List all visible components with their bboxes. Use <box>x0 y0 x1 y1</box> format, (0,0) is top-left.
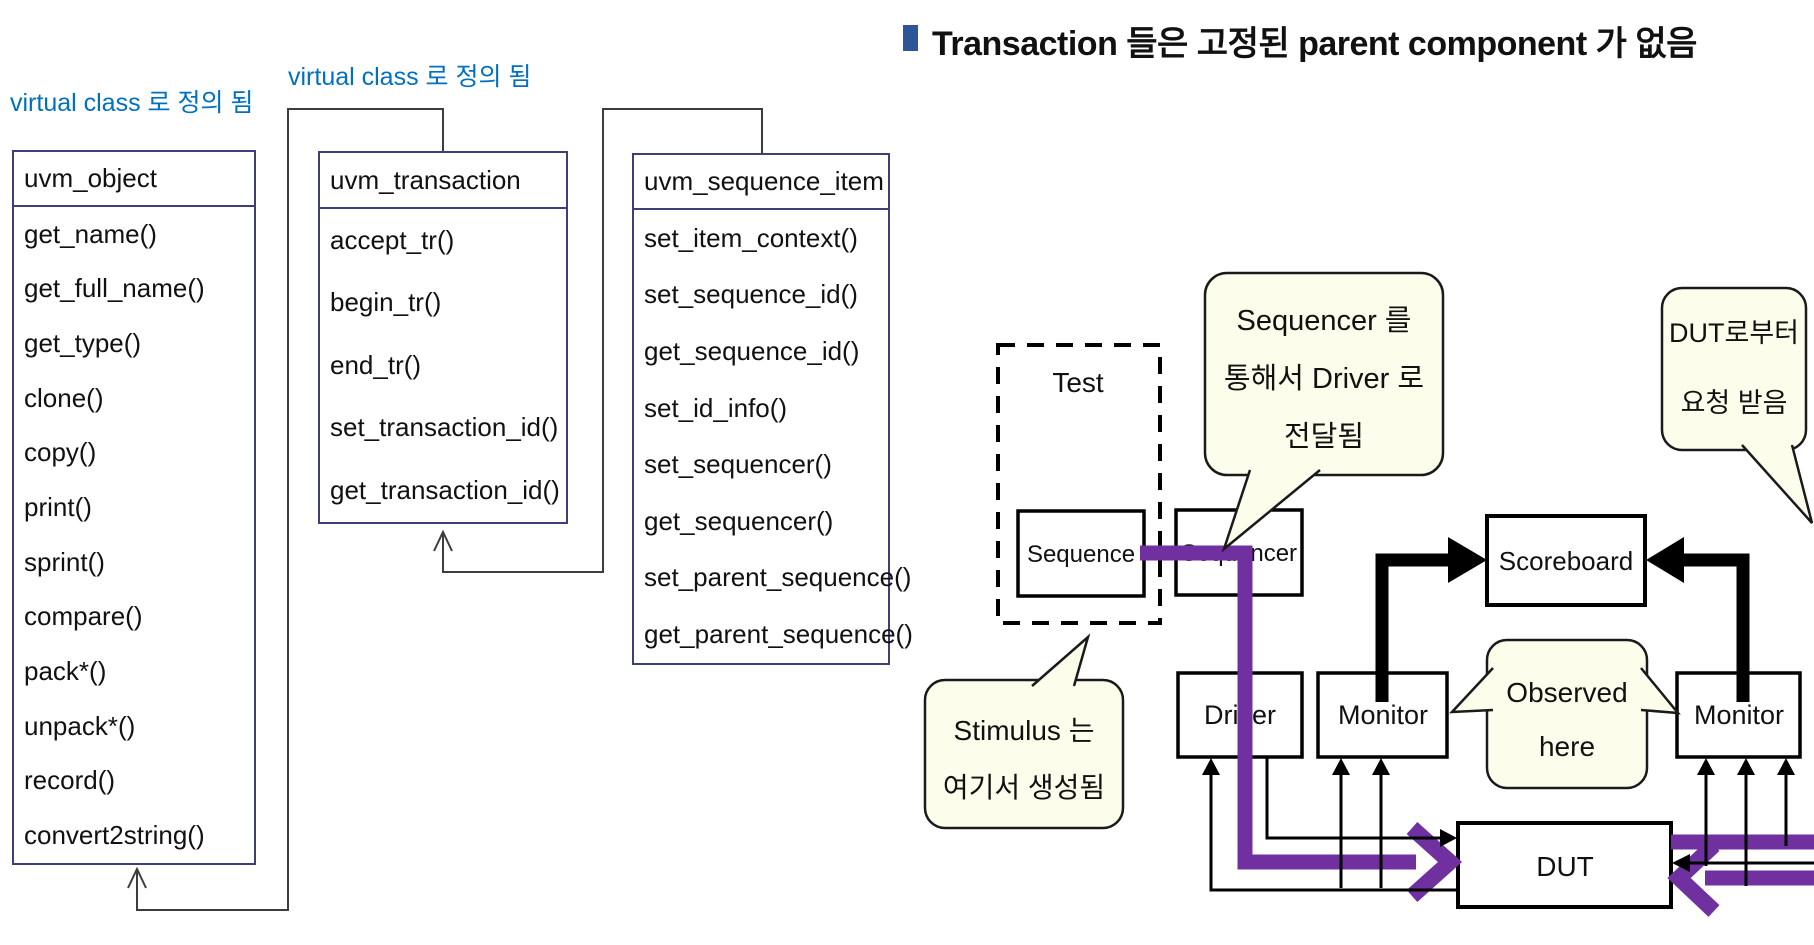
callout-tail-icon <box>1448 667 1494 714</box>
monitor-scoreboard-arrows <box>1375 537 1750 702</box>
callout-line: Sequencer 를 <box>1236 305 1411 337</box>
slide-title: Transaction 들은 고정된 parent component 가 없음 <box>903 16 1697 65</box>
callout-stimulus-note <box>923 678 1125 830</box>
callout-line: here <box>1539 731 1595 762</box>
method-item: set_id_info() <box>644 392 788 423</box>
callout-line: 통해서 Driver 로 <box>1224 363 1424 395</box>
signal-arrowheads <box>1202 758 1795 872</box>
inheritance-arrow-icon <box>127 866 147 889</box>
class-title: uvm_sequence_item <box>634 155 888 210</box>
dut-label: DUT <box>1536 851 1594 882</box>
method-item: get_sequence_id() <box>644 335 860 366</box>
callout-line: DUT로부터 <box>1669 318 1799 348</box>
callout-line: 여기서 생성됨 <box>943 772 1105 803</box>
wire-dut-to-driver <box>1209 770 1458 892</box>
slide-title-text: Transaction 들은 고정된 parent component 가 없음 <box>932 25 1697 63</box>
class-method-list: accept_tr() begin_tr() end_tr() set_tran… <box>320 209 566 522</box>
method-item: get_sequencer() <box>644 505 834 536</box>
callout-line: 전달됨 <box>1284 421 1364 453</box>
connector-sequenceitem-to-transaction <box>442 108 763 573</box>
method-item: record() <box>24 765 116 796</box>
sequence-box <box>1016 509 1146 598</box>
method-item: copy() <box>24 437 97 468</box>
method-item: set_sequence_id() <box>644 279 858 310</box>
callout-line: Observed <box>1506 677 1627 708</box>
annotation-virtual-class-middle: virtual class 로 정의 됨 <box>288 63 532 91</box>
callout-tail-icon <box>1031 633 1091 687</box>
method-item: sprint() <box>24 546 105 577</box>
class-method-list: set_item_context() set_sequence_id() get… <box>634 210 913 663</box>
method-item: get_parent_sequence() <box>644 619 913 650</box>
arrowhead-up-icon <box>1697 758 1715 775</box>
arrowhead-right-icon <box>1448 537 1487 583</box>
method-item: unpack*() <box>24 710 136 741</box>
arrowhead-left-icon <box>1646 537 1684 583</box>
arrowhead-up-icon <box>1332 758 1350 775</box>
connector-transaction-to-object <box>136 108 444 911</box>
arrowhead-right-icon <box>1440 829 1457 847</box>
sequence-label: Sequence <box>1027 541 1135 568</box>
class-box-uvm-transaction: uvm_transaction accept_tr() begin_tr() e… <box>318 151 568 524</box>
class-box-uvm-sequence-item: uvm_sequence_item set_item_context() set… <box>632 153 913 665</box>
test-box <box>996 343 1162 625</box>
purple-transaction-flow <box>1140 545 1814 917</box>
method-item: end_tr() <box>330 349 422 380</box>
purple-flow-path <box>1140 545 1416 870</box>
method-item: compare() <box>24 601 143 632</box>
scoreboard-label: Scoreboard <box>1499 546 1633 576</box>
method-item: get_full_name() <box>24 273 205 304</box>
monitor-left-label: Monitor <box>1338 700 1428 730</box>
arrow-monitorright-scoreboard <box>1684 553 1750 702</box>
callout-tail-icon <box>1221 469 1321 553</box>
class-box-uvm-object: uvm_object get_name() get_full_name() ge… <box>12 150 256 865</box>
method-item: get_transaction_id() <box>330 475 560 506</box>
test-label: Test <box>1052 367 1104 398</box>
arrowhead-up-icon <box>1372 758 1390 775</box>
callout-line: Stimulus 는 <box>954 715 1095 746</box>
method-item: print() <box>24 491 92 522</box>
method-item: get_type() <box>24 327 142 358</box>
inheritance-connectors <box>127 108 763 911</box>
callout-line: 요청 받음 <box>1681 388 1788 418</box>
method-item: set_parent_sequence() <box>644 562 912 593</box>
callout-dut-request-note <box>1660 286 1808 452</box>
callout-tail-icon <box>1640 667 1681 715</box>
class-method-list: get_name() get_full_name() get_type() cl… <box>14 207 254 863</box>
callout-sequencer-note <box>1203 271 1445 477</box>
monitor-right-label: Monitor <box>1694 700 1784 730</box>
method-item: convert2string() <box>24 819 205 850</box>
callout-observed-note <box>1485 638 1649 790</box>
class-title: uvm_object <box>14 152 254 207</box>
class-title: uvm_transaction <box>320 153 566 209</box>
method-item: set_transaction_id() <box>330 412 559 443</box>
signal-wires <box>1209 757 1814 892</box>
arrowhead-up-icon <box>1737 758 1755 775</box>
annotation-virtual-class-left: virtual class 로 정의 됨 <box>10 89 254 117</box>
method-item: clone() <box>24 382 104 413</box>
method-item: set_sequencer() <box>644 449 832 480</box>
method-item: pack*() <box>24 655 107 686</box>
arrowhead-up-icon <box>1202 758 1220 775</box>
arrowhead-left-icon <box>1672 854 1690 872</box>
inheritance-arrow-icon <box>433 529 453 552</box>
arrowhead-up-icon <box>1777 758 1795 775</box>
callouts: Sequencer 를 통해서 Driver 로 전달됨 DUT로부터 요청 받… <box>923 271 1814 830</box>
method-item: begin_tr() <box>330 287 442 318</box>
arrow-monitorleft-scoreboard <box>1375 553 1448 702</box>
title-bullet-icon <box>903 25 918 51</box>
method-item: set_item_context() <box>644 222 858 253</box>
scoreboard-box <box>1485 514 1647 607</box>
method-item: get_name() <box>24 218 157 249</box>
callout-tail-icon <box>1741 444 1814 524</box>
purple-arrow-into-dut-right-icon <box>1667 839 1720 917</box>
method-item: accept_tr() <box>330 224 455 255</box>
wire-driver-to-dut <box>1265 757 1444 840</box>
